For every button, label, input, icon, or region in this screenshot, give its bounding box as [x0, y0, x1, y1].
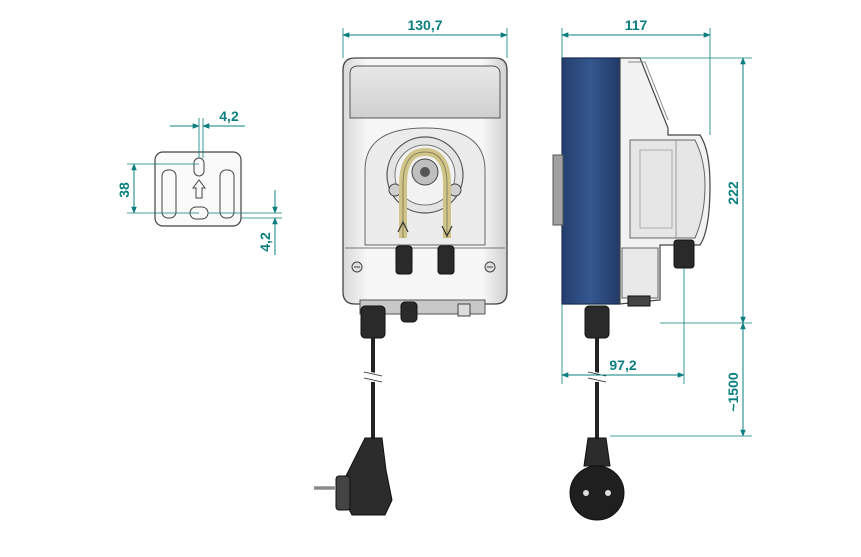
schuko-plug-front: [569, 437, 625, 521]
bracket-depth-label: 97,2: [609, 357, 636, 373]
height-label: 222: [725, 181, 741, 205]
bracket-hole-height-label: 38: [116, 182, 132, 198]
side-dimensions: [561, 28, 752, 437]
pump-front-view: [342, 57, 508, 323]
side-depth-label: 117: [625, 17, 648, 33]
schuko-plug-side: [314, 437, 393, 516]
front-width-label: 130,7: [407, 17, 442, 33]
front-power-cable: [360, 305, 386, 440]
bracket-dimensions: [127, 118, 282, 255]
cable-length-label: ~1500: [725, 372, 741, 412]
wall-bracket: [154, 151, 242, 227]
bracket-hole-spacing-label: 4,2: [219, 108, 239, 124]
pump-side-view: [552, 57, 711, 307]
bracket-bottom-offset-label: 4,2: [257, 232, 273, 252]
front-width-dimension: [342, 28, 508, 58]
side-power-cable: [584, 305, 610, 440]
